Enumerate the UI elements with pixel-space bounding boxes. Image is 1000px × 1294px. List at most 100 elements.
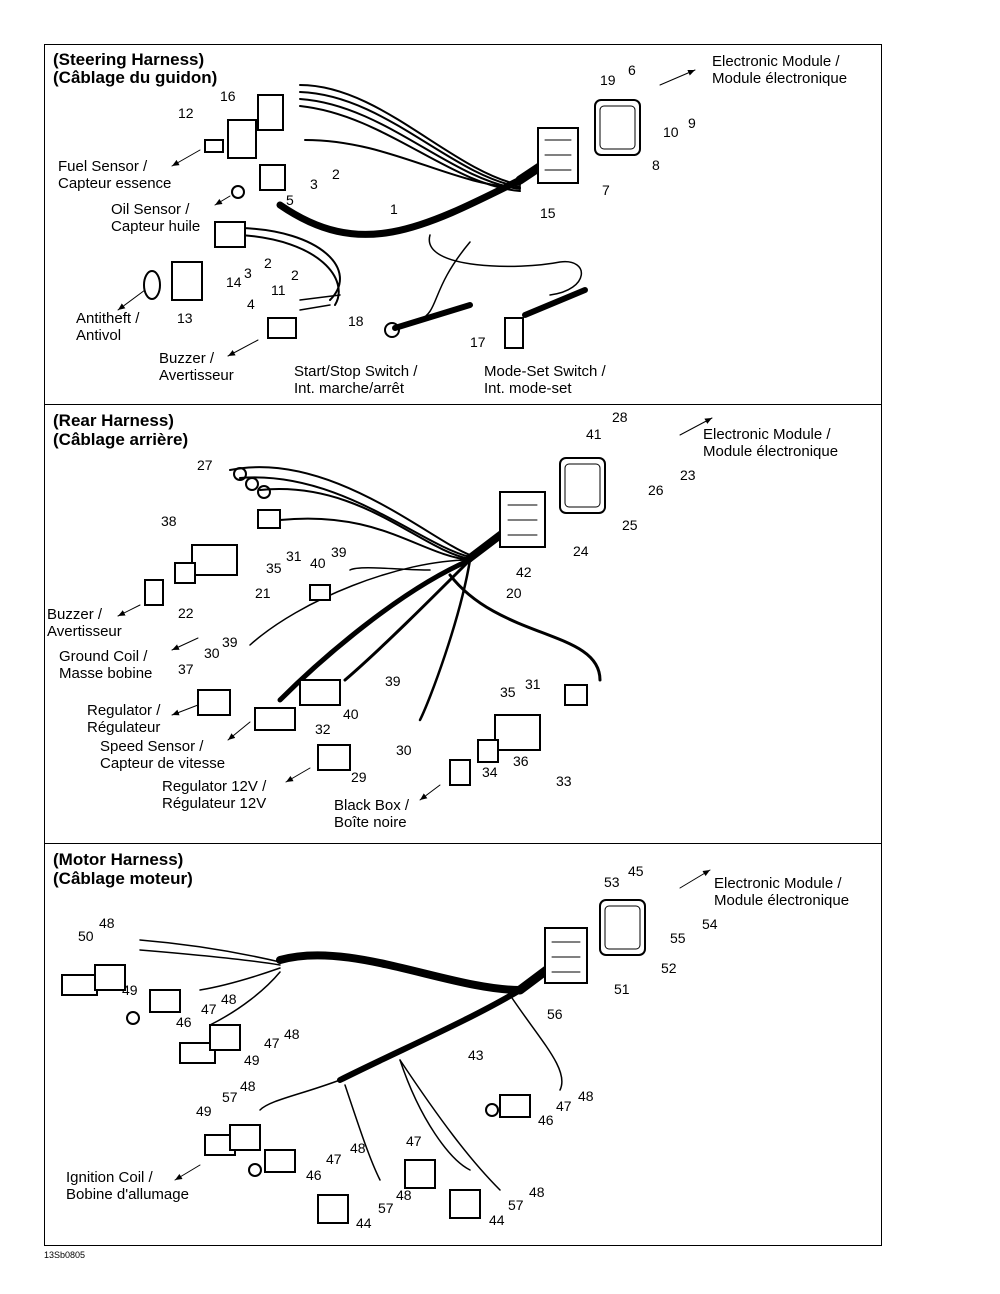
part-number: 39 <box>385 673 401 689</box>
callout-label: Module électronique <box>714 892 850 909</box>
part-number: 57 <box>378 1200 394 1216</box>
callout-label: Int. marche/arrêt <box>294 380 405 397</box>
part-number: 46 <box>176 1014 192 1030</box>
part-number: 47 <box>406 1133 422 1149</box>
part-number: 56 <box>547 1006 563 1022</box>
section-divider <box>44 404 882 405</box>
part-number: 11 <box>271 282 286 298</box>
part-number: 32 <box>315 721 331 737</box>
part-number: 25 <box>622 517 638 533</box>
callout-label: Bobine d'allumage <box>66 1186 189 1203</box>
figure-code: 13Sb0805 <box>44 1250 86 1260</box>
part-number: 41 <box>586 426 602 442</box>
section-title: (Rear Harness) <box>53 411 174 430</box>
part-number: 53 <box>604 874 620 890</box>
part-number: 27 <box>197 457 213 473</box>
motor-harness-art <box>61 869 711 1224</box>
part-number: 40 <box>343 706 359 722</box>
part-number: 48 <box>284 1026 300 1042</box>
part-number: 1 <box>390 201 398 217</box>
callout-label: Ignition Coil / <box>66 1169 153 1186</box>
callout-label: Oil Sensor / <box>111 201 190 218</box>
part-number: 45 <box>628 863 644 879</box>
part-number: 42 <box>516 564 532 580</box>
callout-label: Regulator / <box>87 702 161 719</box>
part-number: 49 <box>244 1052 260 1068</box>
part-number: 38 <box>161 513 177 529</box>
callout-label: Module électronique <box>703 443 839 460</box>
callout-label: Mode-Set Switch / <box>484 363 606 380</box>
callout-label: Black Box / <box>334 797 410 814</box>
part-number: 16 <box>220 88 236 104</box>
part-number: 19 <box>600 72 616 88</box>
part-number: 50 <box>78 928 94 944</box>
callout-label: Fuel Sensor / <box>58 158 148 175</box>
callout-label: Electronic Module / <box>714 875 842 892</box>
part-number: 47 <box>556 1098 572 1114</box>
part-number: 14 <box>226 274 242 290</box>
part-number: 30 <box>396 742 412 758</box>
part-number: 10 <box>663 124 679 140</box>
part-number: 47 <box>326 1151 342 1167</box>
callout-label: Capteur huile <box>111 218 201 235</box>
callout-label: Antitheft / <box>76 310 140 327</box>
callout-label: Boîte noire <box>334 814 407 831</box>
part-number: 40 <box>310 555 326 571</box>
callout-label: Start/Stop Switch / <box>294 363 418 380</box>
part-number: 51 <box>614 981 630 997</box>
callout-label: Ground Coil / <box>59 648 148 665</box>
part-number: 48 <box>350 1140 366 1156</box>
part-number: 46 <box>306 1167 322 1183</box>
diagram-frame <box>44 44 882 1246</box>
part-number: 37 <box>178 661 194 677</box>
section-subtitle: (Câblage du guidon) <box>53 68 218 87</box>
part-number: 17 <box>470 334 486 350</box>
part-number: 48 <box>240 1078 256 1094</box>
part-number: 29 <box>351 769 367 785</box>
part-number: 15 <box>540 205 556 221</box>
part-number: 23 <box>680 467 696 483</box>
part-number: 2 <box>264 255 272 271</box>
callout-label: Capteur essence <box>58 175 172 192</box>
part-number: 36 <box>513 753 529 769</box>
part-number: 31 <box>286 548 302 564</box>
section-subtitle: (Câblage moteur) <box>53 869 193 888</box>
callout-label: Int. mode-set <box>484 380 572 397</box>
part-number: 48 <box>99 915 115 931</box>
part-number: 35 <box>266 560 282 576</box>
part-number: 4 <box>247 296 255 312</box>
part-number: 22 <box>178 605 194 621</box>
callout-label: Capteur de vitesse <box>100 755 226 772</box>
part-number: 20 <box>506 585 522 601</box>
part-number: 54 <box>702 916 718 932</box>
section-subtitle: (Câblage arrière) <box>53 430 189 449</box>
part-number: 48 <box>578 1088 594 1104</box>
part-number: 39 <box>222 634 238 650</box>
callout-label: Buzzer / <box>159 350 215 367</box>
callout-label: Régulateur 12V <box>162 795 267 812</box>
callout-label: Buzzer / <box>47 606 103 623</box>
part-number: 57 <box>222 1089 238 1105</box>
part-number: 31 <box>525 676 541 692</box>
callout-label: Avertisseur <box>159 367 234 384</box>
part-number: 12 <box>178 105 194 121</box>
callout-label: Speed Sensor / <box>100 738 204 755</box>
part-number: 57 <box>508 1197 524 1213</box>
part-number: 13 <box>177 310 193 326</box>
part-number: 24 <box>573 543 589 559</box>
part-number: 3 <box>244 265 252 281</box>
part-number: 7 <box>602 182 610 198</box>
part-number: 8 <box>652 157 660 173</box>
part-number: 9 <box>688 115 696 131</box>
part-number: 48 <box>529 1184 545 1200</box>
part-number: 43 <box>468 1047 484 1063</box>
section-title: (Motor Harness) <box>53 850 184 869</box>
section-divider <box>44 843 882 844</box>
part-number: 2 <box>332 166 340 182</box>
part-number: 52 <box>661 960 677 976</box>
callout-label: Régulateur <box>87 719 161 736</box>
part-number: 21 <box>255 585 271 601</box>
part-number: 35 <box>500 684 516 700</box>
part-number: 49 <box>196 1103 212 1119</box>
